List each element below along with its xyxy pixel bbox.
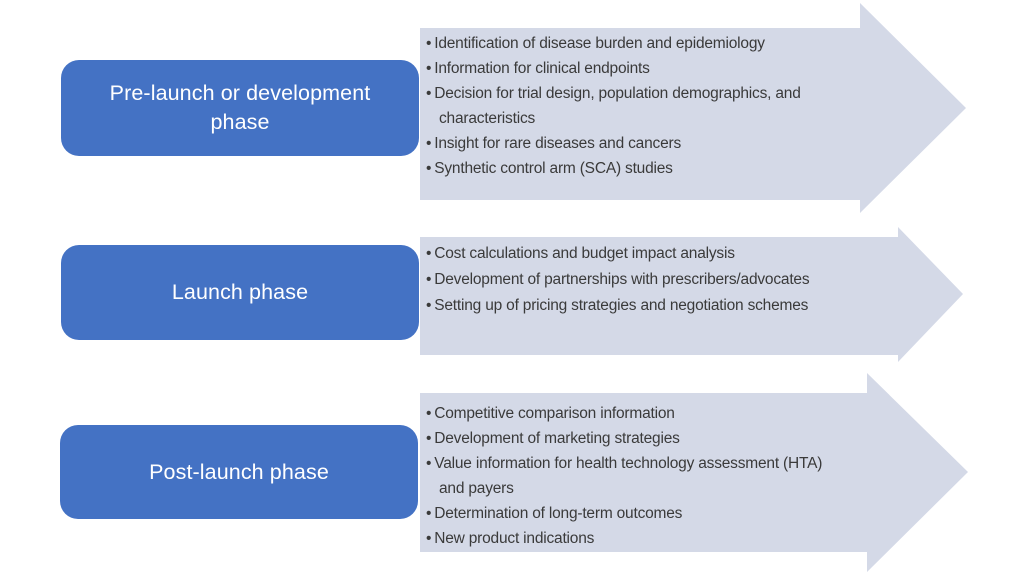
- bullet-list-prelaunch: Identification of disease burden and epi…: [426, 31, 878, 181]
- bullet-item: Development of marketing strategies: [426, 426, 850, 451]
- bullet-item: Cost calculations and budget impact anal…: [426, 241, 888, 267]
- bullet-item: Insight for rare diseases and cancers: [426, 131, 878, 156]
- bullet-item: Identification of disease burden and epi…: [426, 31, 878, 56]
- bullet-item: Setting up of pricing strategies and neg…: [426, 293, 888, 319]
- bullet-item: New product indications: [426, 526, 850, 551]
- phase-box-postlaunch: Post-launch phase: [60, 425, 418, 519]
- bullet-item: Competitive comparison information: [426, 401, 850, 426]
- phase-label-prelaunch: Pre-launch or development phase: [109, 81, 371, 134]
- bullet-item: Synthetic control arm (SCA) studies: [426, 156, 878, 181]
- phase-box-launch: Launch phase: [61, 245, 419, 340]
- bullet-list-launch: Cost calculations and budget impact anal…: [426, 241, 888, 319]
- phase-box-prelaunch: Pre-launch or development phase: [61, 60, 419, 156]
- bullet-item: Value information for health technology …: [426, 451, 850, 501]
- bullet-item: Development of partnerships with prescri…: [426, 267, 888, 293]
- phase-label-postlaunch: Post-launch phase: [149, 459, 329, 484]
- phase-label-launch: Launch phase: [171, 280, 309, 304]
- bullet-list-postlaunch: Competitive comparison information Devel…: [426, 401, 850, 551]
- bullet-item: Information for clinical endpoints: [426, 56, 878, 81]
- bullet-item: Determination of long-term outcomes: [426, 501, 850, 526]
- bullet-item: Decision for trial design, population de…: [426, 81, 878, 131]
